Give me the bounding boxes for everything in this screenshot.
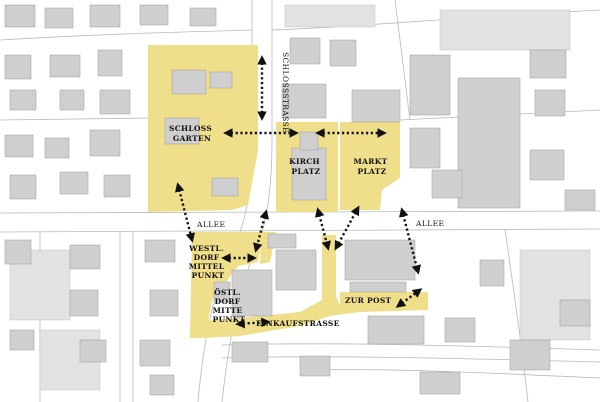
label-schlossgarten: SCHLOSS GARTEN bbox=[169, 124, 215, 143]
arrow-einkaufstrasse-west bbox=[235, 317, 271, 329]
label-zur-post: ZUR POST bbox=[345, 296, 392, 305]
zone-einkaufstrasse bbox=[205, 235, 428, 338]
label-westl-line1: WESTL. bbox=[188, 244, 224, 253]
label-einkaufstrasse: EINKAUFSTRASSE bbox=[256, 319, 340, 328]
label-allee-right: ALLEE bbox=[415, 219, 444, 228]
label-oestl-line1: ÖSTL. bbox=[214, 288, 241, 297]
arrow-kirchplatz-south bbox=[315, 207, 331, 251]
buildings bbox=[4, 4, 596, 396]
label-kirchplatz: KIRCH PLATZ bbox=[289, 157, 323, 176]
label-marktplatz: MARKT PLATZ bbox=[354, 157, 391, 176]
label-westl: WESTL. DORF MITTEL PUNKT bbox=[188, 244, 227, 280]
label-marktplatz-line2: PLATZ bbox=[358, 167, 387, 176]
zone-labels: SCHLOSS GARTEN KIRCH PLATZ MARKT PLATZ W… bbox=[169, 124, 391, 324]
label-schlossgarten-line2: GARTEN bbox=[173, 134, 211, 143]
label-oestl: ÖSTL. DORF MITTE PUNKT bbox=[213, 288, 246, 324]
label-marktplatz-line1: MARKT bbox=[354, 157, 388, 166]
label-westl-line3: MITTEL bbox=[189, 262, 225, 271]
label-schlossgarten-line1: SCHLOSS bbox=[169, 124, 212, 133]
label-westl-line4: PUNKT bbox=[192, 271, 225, 280]
label-kirchplatz-line2: PLATZ bbox=[292, 167, 321, 176]
label-oestl-line4: PUNKT bbox=[213, 315, 246, 324]
label-allee-left: ALLEE bbox=[196, 220, 225, 229]
arrow-allee-right bbox=[399, 207, 421, 275]
label-oestl-line2: DORF bbox=[215, 297, 241, 306]
label-oestl-line3: MITTE bbox=[213, 306, 243, 315]
zone-marktplatz bbox=[340, 122, 400, 210]
label-westl-line2: DORF bbox=[194, 253, 220, 262]
label-schlossstrasse: SCHLOSSSTRASSE bbox=[281, 52, 290, 133]
arrow-schlossstrasse-south bbox=[253, 209, 269, 253]
street-labels: SCHLOSSSTRASSE ALLEE ALLEE EINKAUFSTRASS… bbox=[196, 52, 444, 328]
connection-arrows bbox=[175, 55, 423, 329]
label-kirchplatz-line1: KIRCH bbox=[289, 157, 320, 166]
